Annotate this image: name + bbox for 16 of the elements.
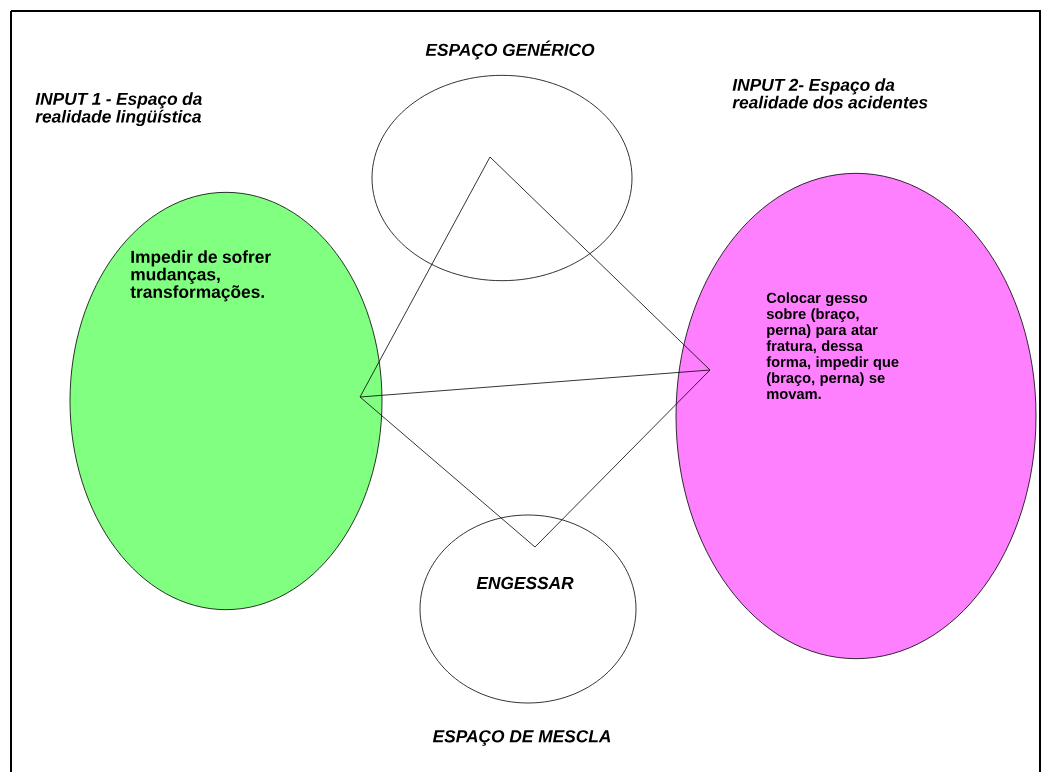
line	[489, 156, 711, 371]
body-text: Impedir de sofrer mudanças, transformações.	[130, 250, 271, 302]
line	[534, 369, 711, 548]
ellipse	[675, 172, 1037, 660]
ellipse	[371, 74, 633, 282]
line	[359, 156, 491, 398]
heading-text: ESPAÇO GENÉRICO	[425, 40, 595, 60]
heading-text: ESPAÇO DE MESCLA	[432, 730, 611, 746]
ellipse	[419, 514, 637, 704]
ellipse	[69, 191, 383, 611]
heading-text: INPUT 2- Espaço da realidade dos acidentes	[732, 78, 928, 109]
body-text: Colocar gesso sobre (braço, perna) para atar fratura, dessa forma, impedir que (braço, perna) se movam.	[766, 292, 899, 400]
heading-text: INPUT 1 - Espaço da realidade lingüística	[35, 92, 202, 127]
line	[359, 369, 711, 398]
heading-text: ENGESSAR	[476, 576, 574, 590]
line	[359, 396, 536, 548]
